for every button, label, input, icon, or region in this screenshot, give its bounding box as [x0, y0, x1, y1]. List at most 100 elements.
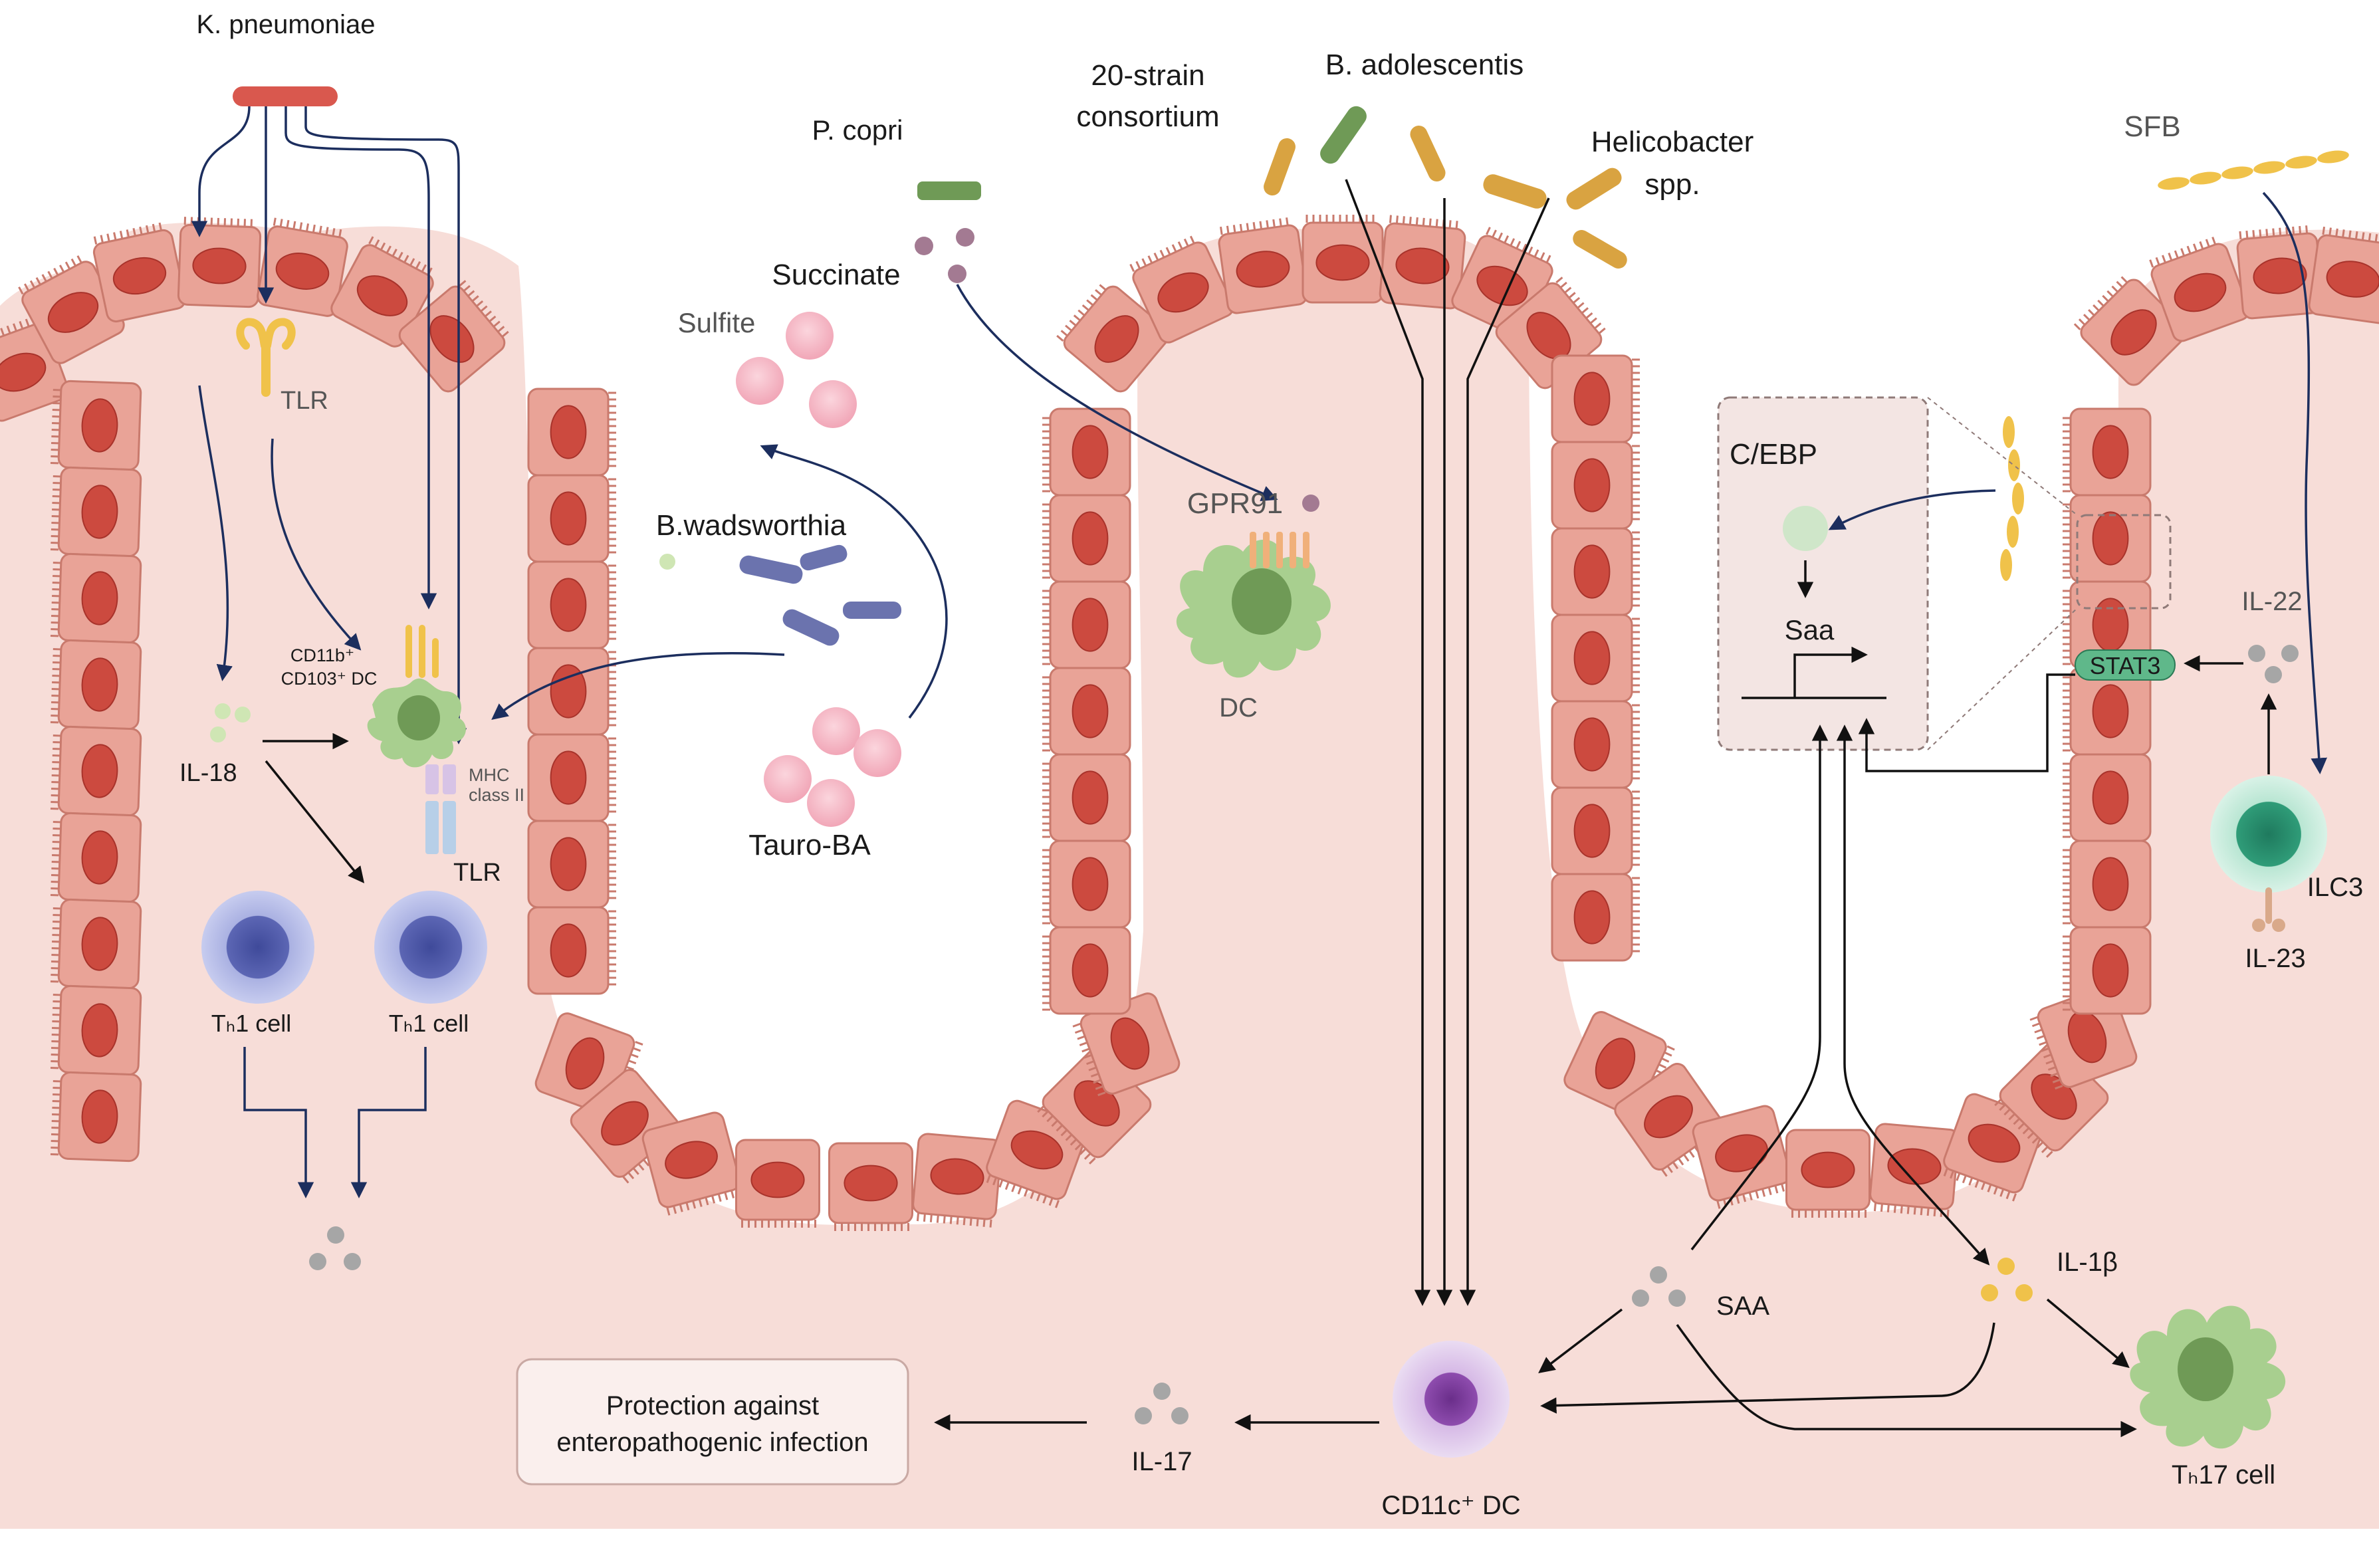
th1-cell-right — [374, 891, 487, 1004]
epithelial-cell — [92, 222, 187, 323]
il23-receptor-icon — [2252, 887, 2285, 932]
cd11b-label: CD11b⁺ — [290, 645, 354, 665]
arrow-tlr-to-dc — [271, 438, 362, 651]
sulfite-molecules — [736, 312, 857, 428]
epithelial-cell — [828, 1142, 913, 1231]
epithelial-cell — [1551, 354, 1640, 443]
epithelial-cell — [1042, 753, 1131, 842]
arrow-saa-to-th17 — [1676, 1323, 2137, 1438]
cd103-label: CD103⁺ DC — [281, 669, 378, 689]
epithelial-cell — [2236, 225, 2324, 320]
stat3-label: STAT3 — [2090, 652, 2161, 679]
epithelial-cell — [735, 1139, 820, 1228]
protection-box — [516, 1358, 909, 1486]
il18-label: IL-18 — [179, 759, 237, 787]
il1b-label: IL-1β — [2057, 1248, 2118, 1277]
epithelial-cell — [641, 1111, 741, 1216]
il17-cytokines — [1135, 1383, 1189, 1424]
arrow-il1b-to-cd11c — [1540, 1322, 1995, 1414]
protection-label-line2: enteropathogenic infection — [556, 1428, 868, 1457]
tlr-receptor-icon — [236, 318, 296, 397]
il17-label: IL-17 — [1131, 1447, 1192, 1476]
epithelial-cell — [527, 388, 616, 477]
epithelial-cell — [527, 560, 616, 649]
il22-label: IL-22 — [2241, 587, 2302, 616]
arrow-sfb-to-cebp — [1828, 489, 1996, 530]
mhc-tcr-complex-icon — [425, 764, 456, 854]
epithelial-cell — [1042, 494, 1131, 583]
gpr91-dendritic-cell — [1176, 532, 1331, 678]
ilc3-label: ILC3 — [2307, 873, 2364, 902]
epithelial-cell — [50, 380, 142, 471]
th1-left-label: Tₕ1 cell — [211, 1010, 292, 1037]
arrow-bwad-to-dc — [491, 651, 785, 721]
cd11c-dendritic-cell — [1393, 1341, 1510, 1458]
promoter-arrow — [1793, 646, 1868, 698]
epithelial-cell — [257, 217, 348, 317]
sfb-label: SFB — [2124, 110, 2181, 143]
epithelial-cell — [398, 280, 509, 393]
epithelial-cell — [1551, 786, 1640, 875]
epithelial-cell — [50, 812, 142, 903]
epithelial-cell — [50, 552, 142, 644]
th1-cell-left — [201, 891, 314, 1004]
succinate-label: Succinate — [772, 259, 900, 291]
cebp-factor — [1783, 506, 1828, 551]
saa-label: SAA — [1716, 1291, 1769, 1321]
epithelial-cell — [2063, 840, 2152, 929]
epithelial-cell — [1042, 840, 1131, 929]
arrow-saa-gene-loop-2 — [1836, 725, 1990, 1266]
k-pneumoniae-label: K. pneumoniae — [196, 10, 375, 39]
epithelial-cell — [330, 236, 434, 348]
b-wadsworthia-bacteria — [739, 544, 901, 646]
epithelial-cell — [18, 255, 125, 364]
arrow-il1b-to-th17 — [2046, 1298, 2130, 1369]
epithelial-cell — [1129, 235, 1234, 344]
epithelial-cell — [1551, 873, 1640, 962]
saa-cytokines — [1632, 1266, 1686, 1307]
il22-cytokines — [2248, 645, 2299, 683]
th17-cell — [2130, 1305, 2286, 1449]
arrow-il18-to-th1 — [265, 760, 365, 883]
k-pneumoniae-bacterium — [233, 86, 338, 106]
epithelial-cell — [177, 217, 262, 308]
epithelial-cell — [2063, 926, 2152, 1015]
arrow-kp-to-epithelium — [191, 106, 251, 237]
epithelial-cell — [1072, 992, 1181, 1097]
th1-cytokines — [309, 1226, 361, 1270]
arrow-kp-to-mhc — [304, 106, 467, 744]
epithelial-cell — [527, 906, 616, 995]
p-copri-label: P. copri — [812, 114, 903, 146]
epithelial-cell — [2063, 494, 2152, 583]
arrow-helico-to-cd11c — [1459, 197, 1550, 1306]
golden-bacteria — [1264, 106, 1627, 269]
epithelial-cell — [1551, 614, 1640, 703]
il1b-cytokines — [1981, 1258, 2033, 1301]
lamina-propria — [0, 223, 2379, 1568]
epithelial-cell — [2063, 407, 2152, 497]
mhc-label-line1: MHC — [469, 765, 510, 785]
helicobacter-label-line1: Helicobacter — [1591, 126, 1754, 158]
epithelial-cell — [1042, 926, 1131, 1015]
cebp-inset-box — [1717, 396, 1929, 751]
cebp-label: C/EBP — [1730, 438, 1817, 471]
helicobacter-label-line2: spp. — [1644, 168, 1700, 201]
b-adolescentis-label: B. adolescentis — [1325, 49, 1524, 81]
tlr-top-label: TLR — [281, 387, 328, 415]
epithelial-cell — [50, 639, 142, 730]
dc-label: DC — [1219, 693, 1258, 723]
il23-label: IL-23 — [2245, 944, 2305, 973]
epithelial-cell — [50, 725, 142, 817]
arrow-sfb-to-ilc3 — [2262, 191, 2328, 774]
epithelial-cell — [1692, 1105, 1791, 1209]
epithelial-cell — [50, 898, 142, 990]
epithelial-cell — [50, 984, 142, 1076]
epithelial-cell — [912, 1133, 1002, 1228]
epithelial-cell — [1302, 215, 1384, 304]
arrow-th1-right-to-cytokines — [350, 1047, 427, 1198]
succinate-molecules — [915, 228, 974, 283]
tauro-ba-label: Tauro-BA — [748, 829, 871, 861]
arrow-saa-gene-loop-1 — [1690, 725, 1829, 1251]
epithelial-cell — [2063, 667, 2152, 756]
